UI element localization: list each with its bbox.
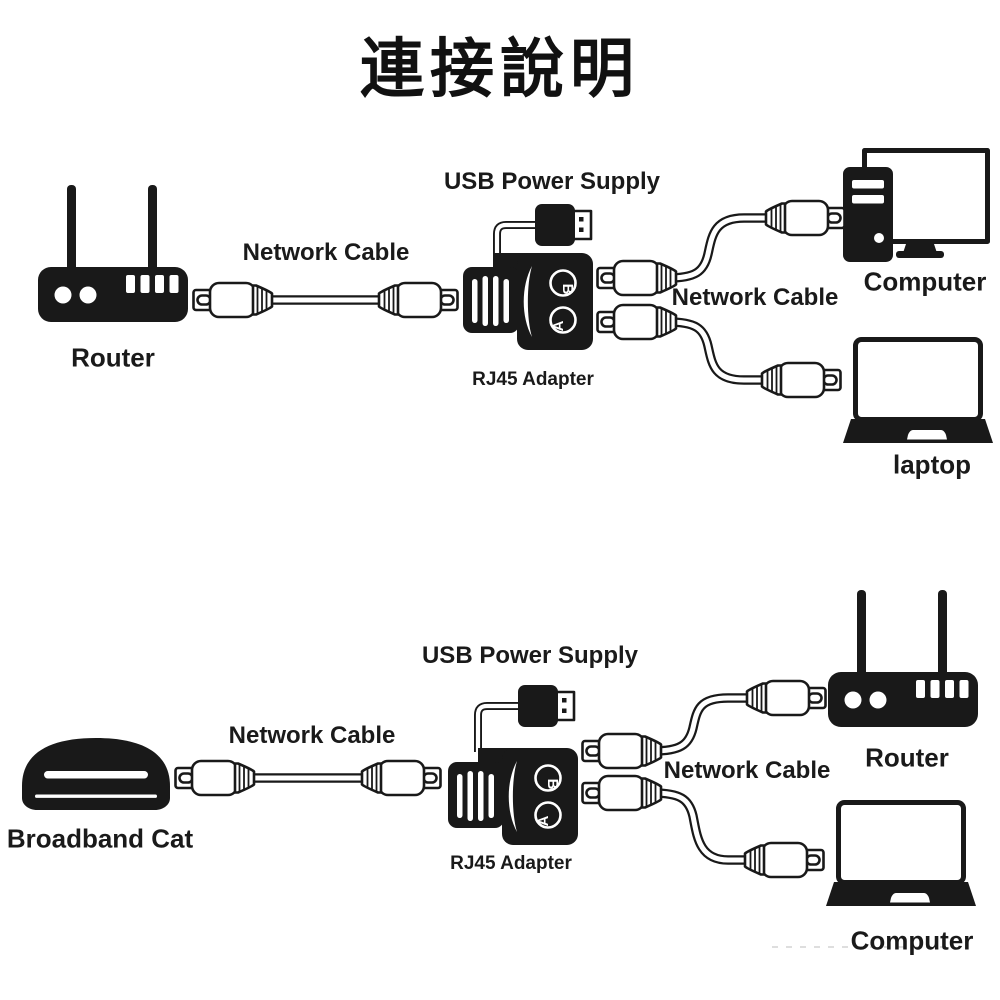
desktop-computer-icon <box>843 151 988 263</box>
network-cable-line <box>667 317 770 385</box>
network-cable-label: Network Cable <box>663 757 831 784</box>
router-icon <box>828 590 978 727</box>
rj45-adapter-label: RJ45 Adapter <box>472 369 594 390</box>
page-title: 連接說明 <box>360 33 640 105</box>
usb-power-supply-label: USB Power Supply <box>421 642 639 669</box>
network-cable-label: Network Cable <box>228 722 396 749</box>
broadband-modem-icon <box>22 738 170 810</box>
rj45-plug-icon <box>192 281 274 319</box>
rj45-plug-icon <box>581 732 663 770</box>
network-cable-label: Network Cable <box>242 239 410 266</box>
network-cable-line <box>667 213 775 283</box>
usb-power-supply-label: USB Power Supply <box>443 168 661 195</box>
rj45-plug-icon <box>581 774 663 812</box>
rj45-plug-icon <box>764 199 846 237</box>
laptop-icon <box>843 340 993 444</box>
rj45-adapter-label: RJ45 Adapter <box>450 853 572 874</box>
laptop-label: laptop <box>893 449 971 480</box>
router-label: Router <box>71 342 155 373</box>
router-icon <box>38 185 188 322</box>
port-a-label: A <box>550 320 567 331</box>
diagram-top: B A <box>38 151 993 444</box>
router-label: Router <box>865 742 949 773</box>
port-a-label: A <box>535 815 552 826</box>
rj45-plug-icon <box>760 361 842 399</box>
rj45-plug-icon <box>745 679 827 717</box>
network-cable-line <box>652 788 752 865</box>
rj45-plug-icon <box>743 841 825 879</box>
computer-label: Computer <box>863 266 987 297</box>
network-cable-label: Network Cable <box>671 284 839 311</box>
rj45-plug-icon <box>360 759 442 797</box>
rj45-plug-icon <box>596 303 678 341</box>
usb-cable-line <box>474 702 520 752</box>
laptop-computer-icon <box>826 803 976 907</box>
usb-plug-icon <box>533 202 593 248</box>
rj45-plug-icon <box>596 259 678 297</box>
computer-label: Computer <box>850 925 974 956</box>
usb-cable-line <box>493 221 537 258</box>
port-b-label: B <box>544 779 561 790</box>
rj45-plug-icon <box>174 759 256 797</box>
network-cable-line <box>652 693 755 756</box>
rj45-adapter-icon <box>461 251 595 352</box>
diagram-bottom: B A <box>22 590 978 948</box>
port-b-label: B <box>559 284 576 295</box>
rj45-adapter-icon <box>446 746 580 847</box>
broadband-cat-label: Broadband Cat <box>6 823 194 854</box>
rj45-plug-icon <box>377 281 459 319</box>
usb-plug-icon <box>516 683 576 729</box>
